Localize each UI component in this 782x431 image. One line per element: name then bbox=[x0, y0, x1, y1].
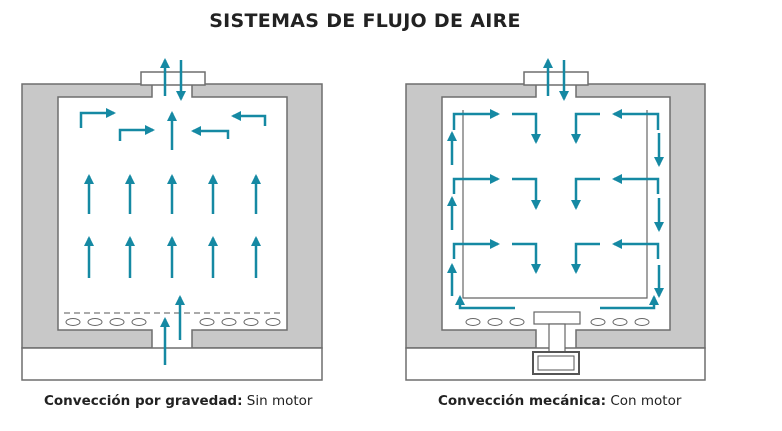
page-title: SISTEMAS DE FLUJO DE AIRE bbox=[209, 10, 521, 32]
caption-label: Convección mecánica: bbox=[438, 393, 607, 409]
vent-icon bbox=[140, 71, 206, 86]
arrow-icon bbox=[79, 58, 267, 365]
mechanical-convection-caption: Convección mecánica: Con motor bbox=[438, 393, 681, 409]
heating-element-icon bbox=[65, 318, 281, 326]
heating-element-icon bbox=[465, 318, 650, 326]
oven-wall-left bbox=[21, 83, 153, 349]
gravity-oven bbox=[21, 58, 323, 381]
fan-motor-icon bbox=[532, 311, 581, 375]
caption-label: Convección por gravedad: bbox=[44, 393, 243, 409]
caption-value: Con motor bbox=[610, 393, 682, 409]
caption-value: Sin motor bbox=[246, 393, 313, 409]
mechanical-oven bbox=[405, 58, 706, 381]
oven-wall-right bbox=[575, 83, 706, 349]
oven-wall-right bbox=[191, 83, 323, 349]
inner-partition bbox=[462, 110, 648, 299]
gravity-convection-caption: Convección por gravedad: Sin motor bbox=[44, 393, 312, 409]
arrow-icon bbox=[447, 58, 664, 310]
vent-icon bbox=[523, 71, 589, 86]
oven-base bbox=[21, 347, 323, 381]
